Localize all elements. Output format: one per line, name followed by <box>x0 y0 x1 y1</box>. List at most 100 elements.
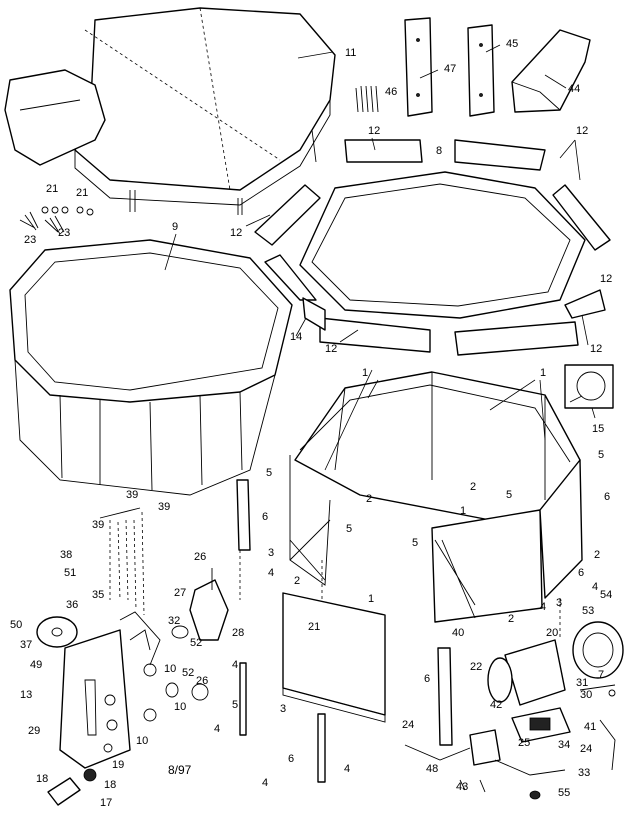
callout-41: 41 <box>584 721 596 733</box>
callout-43: 43 <box>456 781 468 793</box>
callout-45: 45 <box>506 38 518 50</box>
callout-4: 4 <box>214 723 220 735</box>
callout-14: 14 <box>290 331 302 343</box>
callout-12: 12 <box>368 125 380 137</box>
callout-42: 42 <box>490 699 502 711</box>
callout-50: 50 <box>10 619 22 631</box>
callout-29: 29 <box>28 725 40 737</box>
callout-5: 5 <box>506 489 512 501</box>
callout-48: 48 <box>426 763 438 775</box>
callout-24: 24 <box>402 719 414 731</box>
control-disc <box>36 616 78 648</box>
callout-1: 1 <box>540 367 546 379</box>
callout-5: 5 <box>598 449 604 461</box>
callout-labels: 11 47 45 44 46 12 12 8 12 12 12 12 14 21… <box>10 38 612 809</box>
foam-frame <box>254 139 611 356</box>
callout-38: 38 <box>60 549 72 561</box>
spa-shell <box>9 239 293 496</box>
controller-box <box>404 719 616 800</box>
callout-2: 2 <box>366 493 372 505</box>
callout-15: 15 <box>592 423 604 435</box>
callout-24: 24 <box>580 743 592 755</box>
callout-36: 36 <box>66 599 78 611</box>
callout-53: 53 <box>582 605 594 617</box>
callout-22: 22 <box>470 661 482 673</box>
callout-3: 3 <box>280 703 286 715</box>
callout-34: 34 <box>558 739 570 751</box>
date-code: 8/97 <box>168 763 192 777</box>
callout-6: 6 <box>604 491 610 503</box>
callout-13: 13 <box>20 689 32 701</box>
callout-25: 25 <box>518 737 530 749</box>
callout-19: 19 <box>112 759 124 771</box>
callout-10: 10 <box>164 663 176 675</box>
callout-10: 10 <box>136 735 148 747</box>
equipment-panel <box>47 611 161 806</box>
callout-4: 4 <box>592 581 598 593</box>
callout-21: 21 <box>76 187 88 199</box>
callout-35: 35 <box>92 589 104 601</box>
callout-12: 12 <box>590 343 602 355</box>
callout-10: 10 <box>174 701 186 713</box>
callout-33: 33 <box>578 767 590 779</box>
callout-6: 6 <box>288 753 294 765</box>
callout-6: 6 <box>578 567 584 579</box>
wire-harness <box>99 507 145 616</box>
callout-5: 5 <box>266 467 272 479</box>
callout-1: 1 <box>362 367 368 379</box>
callout-6: 6 <box>424 673 430 685</box>
callout-4: 4 <box>344 763 350 775</box>
callout-21: 21 <box>46 183 58 195</box>
callout-47: 47 <box>444 63 456 75</box>
callout-18: 18 <box>104 779 116 791</box>
callout-18: 18 <box>36 773 48 785</box>
callout-26: 26 <box>194 551 206 563</box>
callout-2: 2 <box>508 613 514 625</box>
callout-32: 32 <box>168 615 180 627</box>
callout-28: 28 <box>232 627 244 639</box>
callout-31: 31 <box>576 677 588 689</box>
callout-27: 27 <box>174 587 186 599</box>
callout-55: 55 <box>558 787 570 799</box>
callout-12: 12 <box>576 125 588 137</box>
callout-4: 4 <box>540 601 546 613</box>
callout-1: 1 <box>368 593 374 605</box>
callout-4: 4 <box>262 777 268 789</box>
callout-3: 3 <box>556 597 562 609</box>
callout-39: 39 <box>126 489 138 501</box>
brackets <box>355 17 591 117</box>
callout-23: 23 <box>24 234 36 246</box>
callout-40: 40 <box>452 627 464 639</box>
callout-46: 46 <box>385 86 397 98</box>
callout-5: 5 <box>346 523 352 535</box>
callout-39: 39 <box>158 501 170 513</box>
callout-9: 9 <box>172 221 178 233</box>
spa-cover <box>4 7 336 215</box>
callout-1: 1 <box>460 505 466 517</box>
pump-assembly <box>487 621 624 743</box>
callout-4: 4 <box>268 567 274 579</box>
leader-lines <box>164 44 596 471</box>
wall-panels <box>236 371 583 783</box>
callout-2: 2 <box>294 575 300 587</box>
callout-26: 26 <box>196 675 208 687</box>
callout-23: 23 <box>58 227 70 239</box>
callout-37: 37 <box>20 639 32 651</box>
callout-2: 2 <box>594 549 600 561</box>
callout-17: 17 <box>100 797 112 809</box>
fittings <box>143 568 229 722</box>
callout-5: 5 <box>232 699 238 711</box>
callout-3: 3 <box>268 547 274 559</box>
callout-5: 5 <box>412 537 418 549</box>
hardware-small <box>19 206 94 235</box>
callout-52: 52 <box>182 667 194 679</box>
callout-8: 8 <box>436 145 442 157</box>
callout-51: 51 <box>64 567 76 579</box>
callout-2: 2 <box>470 481 476 493</box>
callout-11: 11 <box>345 47 356 59</box>
callout-39: 39 <box>92 519 104 531</box>
callout-12: 12 <box>325 343 337 355</box>
callout-20: 20 <box>546 627 558 639</box>
